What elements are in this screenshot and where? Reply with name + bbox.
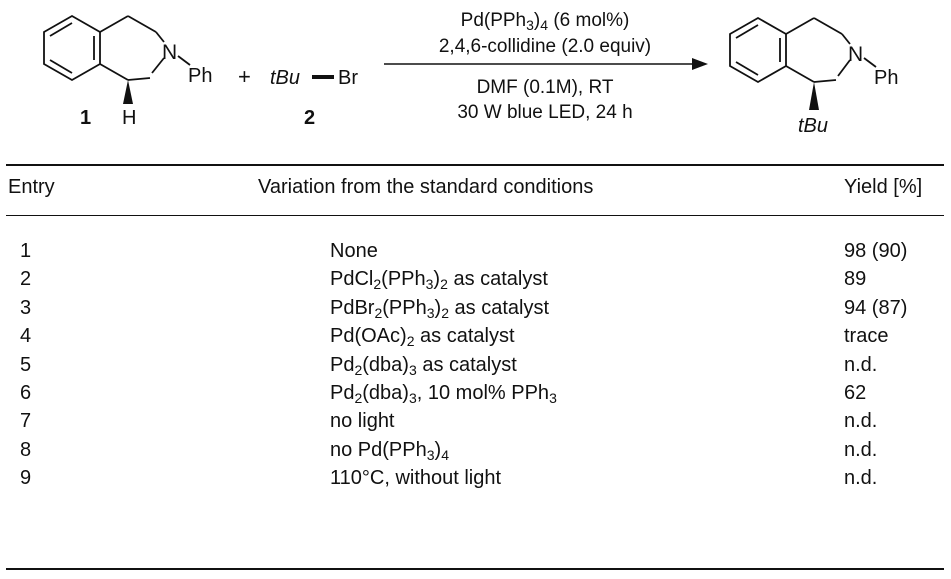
cell-variation: no light [330, 410, 395, 433]
cell-entry: 4 [20, 325, 32, 348]
cell-entry: 6 [20, 382, 32, 404]
header-yield: Yield [%] [844, 176, 923, 198]
cell-entry: 2 [20, 268, 32, 291]
table-row: 1 None 98 (90) [0, 240, 951, 270]
cell-entry: 3 [20, 296, 32, 319]
cell-yield: n.d. [844, 467, 878, 490]
cell-yield: trace [844, 325, 889, 348]
table-header: Entry Variation from the standard condit… [0, 176, 951, 206]
cell-entry: 7 [20, 410, 32, 433]
cell-yield: n.d. [844, 438, 878, 461]
condition-base: 2,4,6-collidine (2.0 equiv) [439, 36, 651, 57]
cell-yield: 62 [844, 382, 867, 404]
cell-yield: n.d. [844, 410, 878, 433]
product-n-atom: N [848, 43, 863, 66]
product-ph: Ph [874, 67, 898, 89]
table-row: 3 PdBr2(PPh3)2 as catalyst 94 (87) [0, 297, 951, 327]
reaction-arrow [384, 58, 708, 70]
reactant-1-ph: Ph [188, 65, 212, 87]
product-tbu: tBu [798, 115, 828, 137]
table-row: 9 110°C, without light n.d. [0, 467, 951, 497]
table-header-rule [6, 215, 944, 217]
reactant-1-h-atom: H [122, 107, 136, 129]
reactant-1-n-atom: N [162, 41, 177, 64]
table-row: 5 Pd2(dba)3 as catalyst n.d. [0, 354, 951, 384]
cell-variation: 110°C, without light [330, 467, 502, 490]
condition-light: 30 W blue LED, 24 h [457, 102, 632, 123]
condition-catalyst: Pd(PPh3)4 (6 mol%) [461, 10, 630, 33]
reagent-2-label: 2 [304, 107, 315, 129]
table-row: 7 no light n.d. [0, 410, 951, 440]
header-variation: Variation from the standard conditions [258, 176, 594, 198]
reactant-1-structure [43, 14, 191, 82]
cell-variation: None [330, 240, 378, 262]
reactant-1-label: 1 [80, 107, 91, 129]
cell-variation: PdBr2(PPh3)2 as catalyst [330, 296, 550, 321]
cell-variation: Pd(OAc)2 as catalyst [330, 325, 515, 350]
product-structure [729, 16, 877, 84]
cell-yield: 94 (87) [844, 296, 908, 319]
cell-variation: Pd2(dba)3 as catalyst [330, 353, 517, 378]
reaction-scheme: N Ph H 1 + tBu Br 2 Pd(PPh3)4 (6 mol%) 2… [43, 10, 898, 137]
reactant-1-wedge-bond [123, 80, 133, 104]
condition-solvent: DMF (0.1M), RT [477, 77, 614, 98]
reagent-2-tbu: tBu [270, 67, 300, 89]
cell-yield: n.d. [844, 353, 878, 376]
reagent-2-br: Br [338, 67, 358, 89]
plus-sign: + [238, 64, 251, 89]
cell-variation: PdCl2(PPh3)2 as catalyst [330, 268, 548, 293]
cell-variation: no Pd(PPh3)4 [330, 438, 449, 463]
table-top-rule [6, 164, 944, 166]
table-row: 2 PdCl2(PPh3)2 as catalyst 89 [0, 268, 951, 298]
table-row: 4 Pd(OAc)2 as catalyst trace [0, 325, 951, 355]
table-bottom-rule [6, 568, 944, 570]
cell-entry: 8 [20, 438, 32, 461]
header-entry: Entry [8, 176, 55, 198]
cell-yield: 89 [844, 268, 867, 291]
cell-entry: 5 [20, 353, 32, 376]
table-row: 6 Pd2(dba)3, 10 mol% PPh3 62 [0, 382, 951, 412]
cell-entry: 1 [20, 240, 32, 262]
cell-variation: Pd2(dba)3, 10 mol% PPh3 [330, 382, 557, 406]
cell-yield: 98 (90) [844, 240, 908, 262]
product-wedge-bond [809, 82, 819, 110]
cell-entry: 9 [20, 467, 32, 490]
table-row: 8 no Pd(PPh3)4 n.d. [0, 439, 951, 469]
